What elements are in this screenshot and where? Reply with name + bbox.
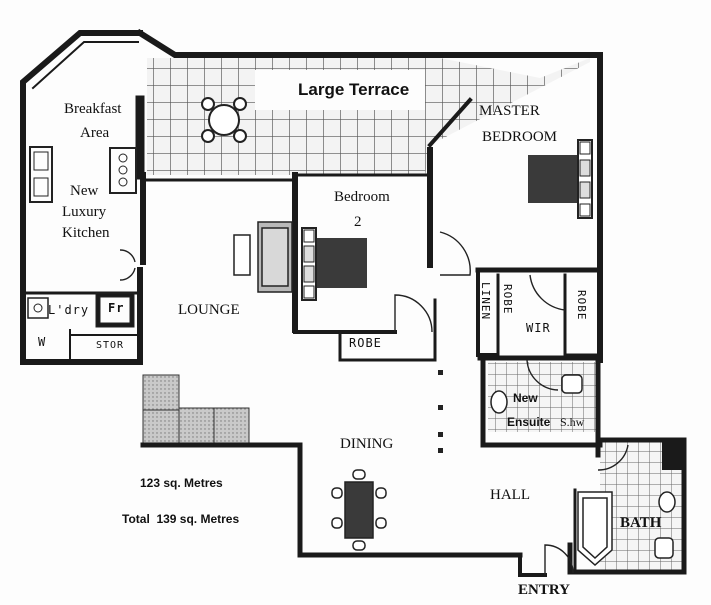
wir-label: WIR — [526, 321, 551, 335]
internal-area-label: 123 sq. Metres — [140, 476, 223, 490]
sofa-block — [142, 374, 250, 444]
kitchen-label-2: Luxury — [62, 204, 107, 220]
door-swings — [119, 231, 629, 575]
breakfast-area-label-2: Area — [80, 125, 110, 141]
robe-wir-left-label: ROBE — [501, 284, 514, 315]
bath-label: BATH — [620, 515, 662, 531]
ensuite-fixtures — [490, 374, 583, 414]
walls — [20, 28, 687, 577]
bedroom2-label-1: Bedroom — [334, 189, 390, 205]
dining-label: DINING — [340, 436, 394, 452]
kitchen-fixtures — [27, 146, 137, 328]
lounge-sofa — [233, 221, 293, 293]
lounge-label: LOUNGE — [178, 302, 240, 318]
kitchen-label-1: New — [70, 183, 99, 199]
bath-fixtures — [577, 491, 676, 567]
store-label: STOR — [96, 340, 125, 351]
breakfast-area-label-1: Breakfast — [64, 101, 122, 117]
terrace-table — [201, 97, 247, 143]
ensuite-label-1: New — [513, 391, 538, 405]
kitchen-label-3: Kitchen — [62, 225, 110, 241]
laundry-label: L'dry — [48, 303, 90, 317]
entry-label: ENTRY — [518, 582, 570, 598]
master-bedroom-label-1: MASTER — [479, 103, 540, 119]
washer-label: W — [38, 335, 47, 349]
master-bed — [528, 139, 593, 219]
master-bedroom-label-2: BEDROOM — [482, 129, 558, 145]
hall-label: HALL — [490, 487, 530, 503]
terrace-tiles — [147, 58, 590, 175]
bedroom2-bed — [301, 227, 367, 301]
fridge-label: Fr — [108, 301, 125, 315]
linen-label: LINEN — [479, 282, 492, 321]
ensuite-label-2: Ensuite — [507, 415, 551, 429]
robe-wir-right-label: ROBE — [575, 290, 588, 321]
dining-table — [331, 469, 387, 551]
bedroom2-label-2: 2 — [354, 214, 362, 230]
total-area-label: Total 139 sq. Metres — [122, 512, 240, 526]
large-terrace-label: Large Terrace — [298, 80, 410, 99]
columns — [438, 370, 443, 453]
shower-label: S.hw — [560, 415, 585, 429]
robe-bedroom2-label: ROBE — [349, 336, 382, 350]
